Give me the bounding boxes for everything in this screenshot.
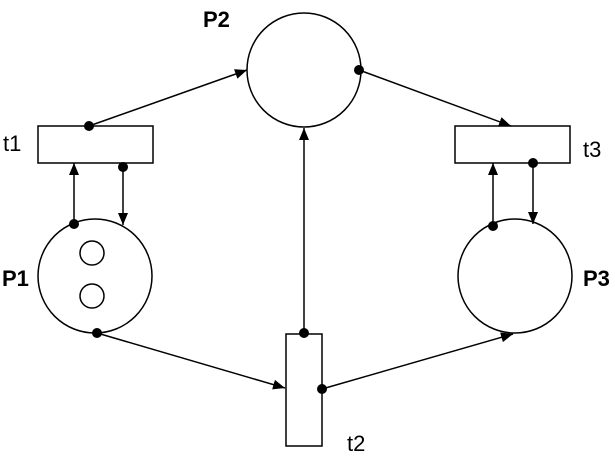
place-p2 <box>246 12 362 128</box>
arc-dot <box>317 384 327 394</box>
place-label-p2: P2 <box>203 7 230 32</box>
token <box>79 283 105 309</box>
transition-label-t2: t2 <box>347 431 365 456</box>
arc-dot <box>528 158 538 168</box>
place-label-p1: P1 <box>2 266 29 291</box>
transition-t1 <box>37 125 154 164</box>
arc-dot <box>118 162 128 172</box>
place-p3 <box>457 218 573 334</box>
transition-label-t3: t3 <box>583 137 601 162</box>
transition-label-t1: t1 <box>3 131 21 156</box>
arc-dot <box>84 121 94 131</box>
arc-t1-to-p2 <box>88 69 248 127</box>
arc-dot <box>92 328 102 338</box>
arc-dot <box>69 219 79 229</box>
token <box>79 240 105 266</box>
transition-t2 <box>285 333 323 447</box>
arc-dot <box>299 328 309 338</box>
arc-t2-to-p3 <box>321 332 514 390</box>
arc-p1-to-t2 <box>96 332 286 390</box>
arc-p2-to-t3 <box>358 69 512 127</box>
place-label-p3: P3 <box>583 266 610 291</box>
place-p1 <box>37 218 153 334</box>
transition-t3 <box>454 125 571 164</box>
arc-dot <box>354 65 364 75</box>
arc-dot <box>488 221 498 231</box>
